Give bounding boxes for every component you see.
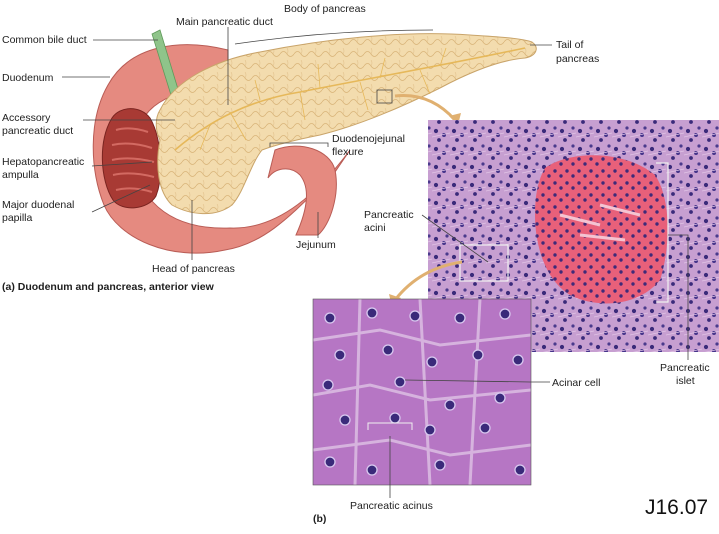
- acini-leader: [421, 214, 489, 263]
- label-body-of-pancreas: Body of pancreas: [284, 3, 366, 15]
- caption-panel-b: (b): [313, 513, 327, 525]
- label-common-bile-duct: Common bile duct: [2, 34, 87, 46]
- islet-bracket: [656, 162, 669, 303]
- acinus-micrograph: [313, 299, 531, 485]
- leader-lines-a: [62, 27, 552, 260]
- jejunum: [267, 145, 337, 236]
- label-pancreatic-acini-line2: acini: [364, 222, 386, 234]
- label-major-duodenal-papilla-line1: Major duodenal: [2, 199, 75, 211]
- zoom-arrow-2: [393, 260, 463, 301]
- islet-leader: [668, 234, 689, 360]
- label-head-of-pancreas: Head of pancreas: [152, 263, 235, 275]
- label-pancreatic-islet-line2: islet: [676, 375, 695, 387]
- acinus-frame: [312, 298, 532, 486]
- label-pancreatic-islet-line1: Pancreatic: [660, 362, 710, 374]
- duodenum-illustration: [92, 44, 351, 254]
- acinus-bracket: [367, 422, 413, 430]
- zoom-box-pancreas: [376, 89, 393, 104]
- pancreas: [155, 33, 537, 215]
- islet-capillaries: [559, 203, 641, 242]
- label-duodenum: Duodenum: [2, 72, 54, 84]
- islet-region: [535, 155, 668, 304]
- label-jejunum: Jejunum: [296, 239, 336, 251]
- label-major-duodenal-papilla-line2: papilla: [2, 212, 33, 224]
- duodenum-folds: [111, 127, 155, 193]
- label-pancreatic-acini-line1: Pancreatic: [364, 209, 414, 221]
- label-hepatopancreatic-ampulla-line1: Hepatopancreatic: [2, 156, 85, 168]
- caption-panel-a: (a) Duodenum and pancreas, anterior view: [2, 281, 214, 293]
- label-main-pancreatic-duct: Main pancreatic duct: [176, 16, 273, 28]
- zoom-arrow-1: [394, 94, 457, 121]
- label-tail-of-pancreas-line2: pancreas: [556, 53, 600, 65]
- label-tail-of-pancreas-line1: Tail of: [556, 39, 584, 51]
- islet-micrograph: [428, 120, 719, 352]
- label-pancreatic-acinus: Pancreatic acinus: [350, 500, 433, 512]
- main-pancreatic-duct-shape: [174, 47, 526, 151]
- label-accessory-duct-line2: pancreatic duct: [2, 125, 74, 137]
- label-duodenojejunal-flexure-line1: Duodenojejunal: [332, 133, 405, 145]
- label-duodenojejunal-flexure-line2: flexure: [332, 146, 364, 158]
- label-accessory-duct-line1: Accessory: [2, 112, 51, 124]
- duct-branches: [199, 47, 447, 151]
- figure-code: J16.07: [645, 496, 709, 519]
- label-hepatopancreatic-ampulla-line2: ampulla: [2, 169, 39, 181]
- acinar-cell-leader: [404, 379, 550, 383]
- label-acinar-cell: Acinar cell: [552, 377, 601, 389]
